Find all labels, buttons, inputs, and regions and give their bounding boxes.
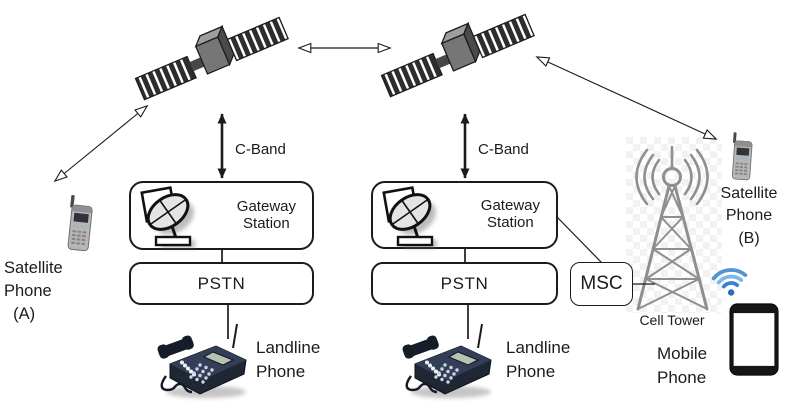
landline-phone-label-left: Landline Phone [256, 338, 321, 381]
satellite-to-phone-b-arrow [535, 56, 718, 140]
satellite-phone-a-label: Satellite Phone (A) [4, 259, 63, 324]
smartphone-icon [729, 303, 779, 376]
msc-box: MSC [570, 262, 633, 306]
gateway-station-label-right: Gateway Station [480, 197, 540, 231]
wifi-icon [711, 268, 748, 296]
satellite-dish-icon [382, 186, 437, 248]
satellite-dish-icon [140, 186, 195, 248]
satellite-phone-b-label: Satellite Phone (B) [720, 185, 778, 247]
satellite-icon-left [134, 16, 289, 101]
pstn-box-left: PSTN [129, 262, 314, 305]
pstn-label-left: PSTN [197, 273, 246, 293]
pstn-label-right: PSTN [440, 273, 489, 293]
gateway-station-box-left: Gateway Station [129, 181, 314, 250]
msc-label: MSC [580, 273, 623, 295]
satellite-icon-right [380, 13, 535, 98]
satellite-to-phone-a-arrow [53, 104, 149, 183]
gateway-msc-link [556, 216, 603, 264]
pstn-box-right: PSTN [371, 262, 558, 305]
satellite-handset-icon-b [731, 132, 753, 181]
cell-tower-label: Cell Tower [639, 312, 705, 328]
mobile-phone-label: Mobile Phone [657, 344, 708, 387]
c-band-label-left: C-Band [235, 141, 286, 158]
c-band-label-right: C-Band [478, 141, 529, 158]
cell-tower-icon [626, 137, 722, 313]
desk-phone-icon-right [402, 323, 492, 398]
landline-phone-label-right: Landline Phone [506, 338, 571, 381]
gateway-station-label-left: Gateway Station [236, 197, 296, 232]
desk-phone-icon-left [157, 323, 247, 398]
satellite-handset-icon-a [67, 195, 93, 252]
gateway-station-box-right: Gateway Station [371, 181, 558, 249]
